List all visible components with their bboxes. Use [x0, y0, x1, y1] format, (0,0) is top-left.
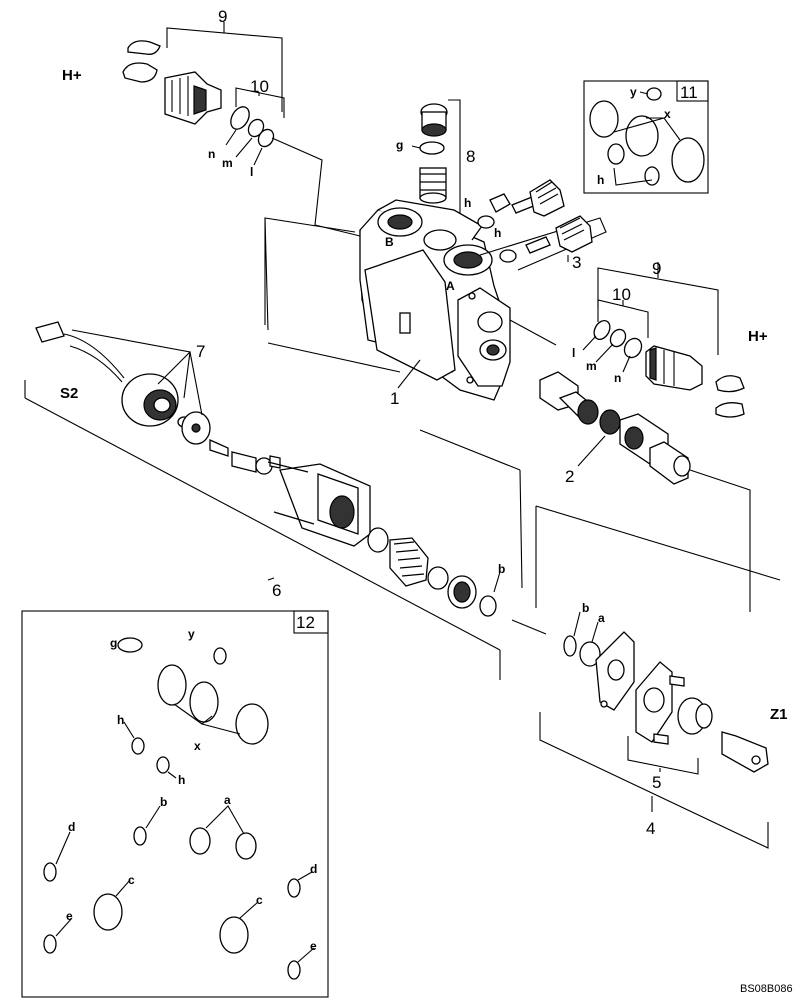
letter-l-top: l: [250, 165, 253, 179]
letter-n-right: n: [614, 371, 621, 385]
callout-11: 11: [680, 83, 698, 102]
letter-x-box11: x: [664, 107, 671, 121]
callout-6: 6: [272, 581, 281, 600]
letter-h-box11: h: [597, 173, 604, 187]
letter-l-right: l: [572, 346, 575, 360]
letter-m-right: m: [586, 359, 597, 373]
spool-assembly: [539, 371, 751, 612]
letter-g-box12: g: [110, 636, 117, 650]
letter-c-box12b: c: [256, 893, 263, 907]
main-valve-block: [264, 199, 523, 589]
drawing-code: BS08B086: [740, 983, 793, 995]
letter-m-top: m: [222, 156, 233, 170]
letter-h-box12b: h: [178, 773, 185, 787]
relief-cartridge-top-left: [122, 22, 361, 237]
letter-y-box11: y: [630, 85, 637, 99]
port-label-b: B: [385, 235, 394, 249]
callout-5: 5: [652, 773, 661, 792]
end-cap-group: [535, 505, 781, 849]
letter-h-box12a: h: [117, 713, 124, 727]
letter-d-box12b: d: [310, 862, 317, 876]
inset-box-11: [583, 80, 709, 194]
plunger-spring-group: [477, 179, 607, 271]
letter-a-box12: a: [224, 793, 231, 807]
letter-e-box12a: e: [66, 909, 73, 923]
marker-h-plus-right: H+: [748, 328, 768, 345]
letter-e-box12b: e: [310, 939, 317, 953]
letter-b-endcap: b: [582, 601, 589, 615]
letter-b-box12: b: [160, 795, 167, 809]
marker-z1: Z1: [770, 706, 788, 723]
port-label-a: A: [446, 279, 455, 293]
letter-c-box12a: c: [128, 873, 135, 887]
callout-8: 8: [466, 147, 475, 166]
callout-3: 3: [572, 253, 581, 272]
letter-x-box12: x: [194, 739, 201, 753]
letter-h-3b: h: [494, 226, 501, 240]
letter-a-endcap: a: [598, 611, 605, 625]
solenoid-housing-group: [24, 380, 547, 680]
letter-h-3a: h: [464, 196, 471, 210]
callout-1: 1: [390, 389, 399, 408]
letter-y-box12: y: [188, 627, 195, 641]
callout-10-right: 10: [612, 285, 631, 304]
callout-10-top: 10: [250, 77, 269, 96]
marker-s2: S2: [60, 385, 78, 402]
callout-12: 12: [296, 613, 315, 632]
callout-2: 2: [565, 467, 574, 486]
marker-h-plus-left: H+: [62, 67, 82, 84]
callout-4: 4: [646, 819, 655, 838]
solenoid-assembly: [35, 321, 281, 475]
relief-cartridge-right: [509, 262, 745, 418]
callout-9-right: 9: [652, 259, 661, 278]
callout-9-top: 9: [218, 7, 227, 26]
check-valve-group: [411, 99, 461, 215]
letter-b-housing: b: [498, 562, 505, 576]
callout-7: 7: [196, 342, 205, 361]
inset-box-12: [21, 610, 329, 998]
letter-d-box12a: d: [68, 820, 75, 834]
letter-g-check: g: [396, 138, 403, 152]
letter-n-top: n: [208, 147, 215, 161]
